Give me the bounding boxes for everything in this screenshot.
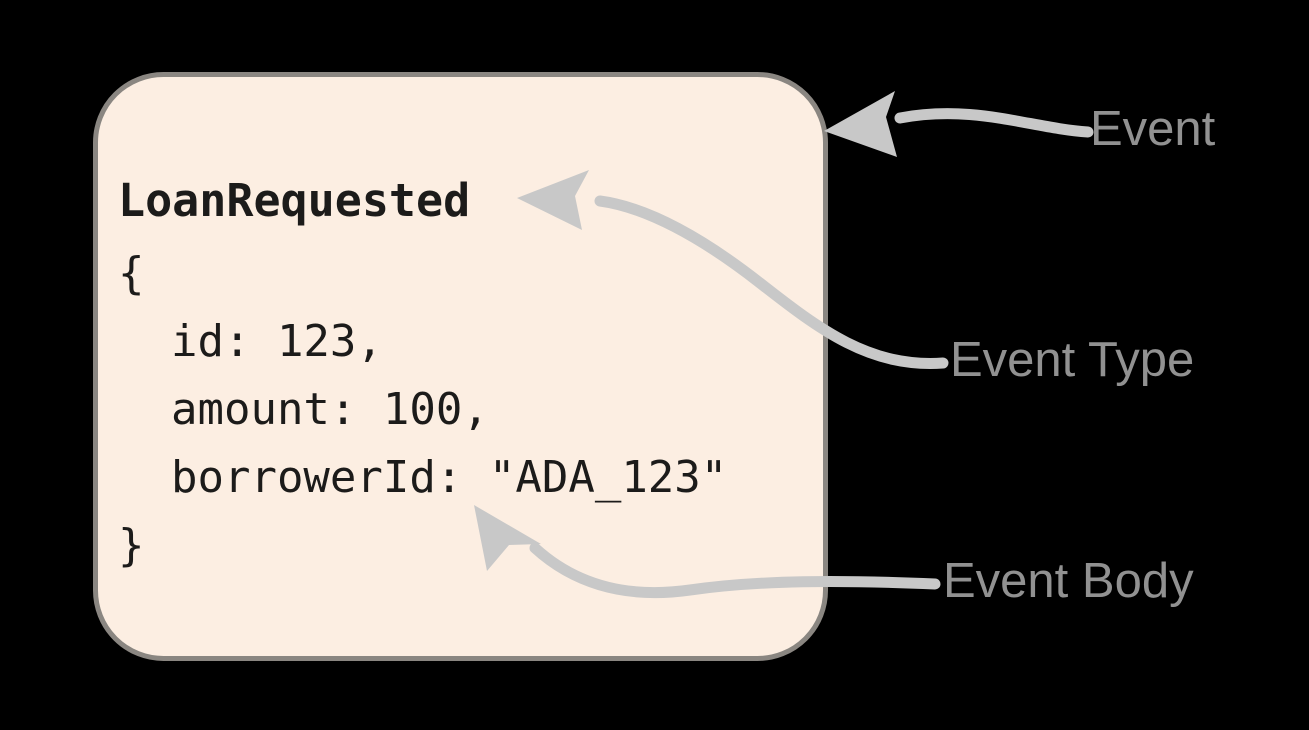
annotation-event: Event — [824, 91, 1216, 157]
event-box — [93, 72, 828, 661]
annotation-event-type: Event Type — [517, 170, 1194, 387]
event-body-line-borrower: borrowerId: "ADA_123" — [118, 452, 727, 503]
event-body-close-brace: } — [118, 520, 145, 571]
annotation-label-event-type: Event Type — [950, 333, 1194, 387]
event-box-outline — [93, 72, 828, 661]
event-type-arrow-head-icon — [517, 170, 589, 230]
event-body-line-amount: amount: 100, — [118, 384, 489, 435]
event-box-text: LoanRequested { id: 123, amount: 100, bo… — [118, 174, 727, 571]
event-body-connector-line — [529, 542, 941, 599]
annotation-label-event: Event — [1090, 102, 1216, 156]
event-body-line-id: id: 123, — [118, 316, 383, 367]
annotation-event-body: Event Body — [474, 505, 1194, 608]
annotation-label-event-body: Event Body — [943, 554, 1194, 608]
event-body-open-brace: { — [118, 248, 145, 299]
event-arrow-head-icon — [824, 91, 897, 157]
event-connector-line — [894, 108, 1094, 138]
event-type-connector-line — [594, 195, 949, 369]
event-body-arrow-head-icon — [474, 505, 541, 571]
event-title: LoanRequested — [118, 174, 470, 227]
